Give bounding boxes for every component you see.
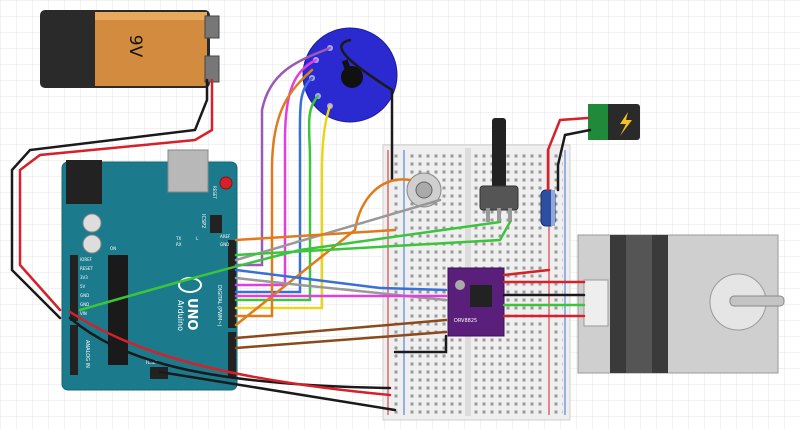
usb-port	[167, 149, 209, 193]
power-header-label: GND	[80, 302, 89, 307]
rotary-encoder	[302, 27, 398, 123]
digital-header-bottom	[228, 332, 236, 378]
on-label: ON	[110, 246, 116, 251]
dc-jack	[66, 160, 102, 204]
power-header-label: GND	[80, 293, 89, 298]
digital-label: DIGITAL (PWM~)	[216, 285, 222, 327]
arduino-brand-label: Arduino	[176, 300, 185, 331]
power-header-label: RESET	[80, 266, 93, 271]
stepper-driver: DRV8825	[447, 267, 505, 337]
rotary-switch	[406, 172, 442, 208]
driver-chip-label: DRV8825	[454, 318, 477, 324]
icsp-label: ICSP	[146, 360, 157, 366]
tx-label: TX	[175, 236, 181, 241]
wires	[10, 38, 592, 412]
atmega-chip	[108, 255, 128, 365]
stepper-motor	[577, 234, 785, 374]
reset-button	[219, 176, 233, 190]
digital-header-top	[228, 240, 236, 328]
dc-power-jack	[588, 104, 640, 140]
analog-in-label: ANALOG IN	[84, 340, 90, 368]
icsp2-label: ICSP2	[200, 214, 206, 228]
power-header-label: 3V3	[80, 275, 88, 280]
battery-label: 9V	[125, 35, 145, 58]
power-header-label: IOREF	[80, 257, 93, 262]
arduino-model-label: UNO	[184, 298, 199, 331]
electrolytic-capacitor	[540, 189, 556, 227]
arduino-uno-board: Arduino UNO ANALOG IN DIGITAL (PWM~) ICS…	[61, 149, 238, 391]
power-header-label: 5V	[80, 284, 86, 289]
battery-9v: 9V	[40, 10, 220, 88]
rx-label: RX	[176, 242, 182, 247]
gnd-label: GND	[220, 242, 229, 247]
l-label: L	[196, 236, 199, 241]
reset-label: RESET	[212, 186, 217, 199]
power-header-labels: IOREF RESET 3V3 5V GND GND VIN	[80, 257, 93, 316]
power-header	[70, 255, 78, 321]
power-header-label: VIN	[80, 311, 87, 316]
potentiometer	[479, 118, 519, 222]
aref-label: AREF	[220, 234, 231, 239]
analog-header	[70, 325, 78, 375]
